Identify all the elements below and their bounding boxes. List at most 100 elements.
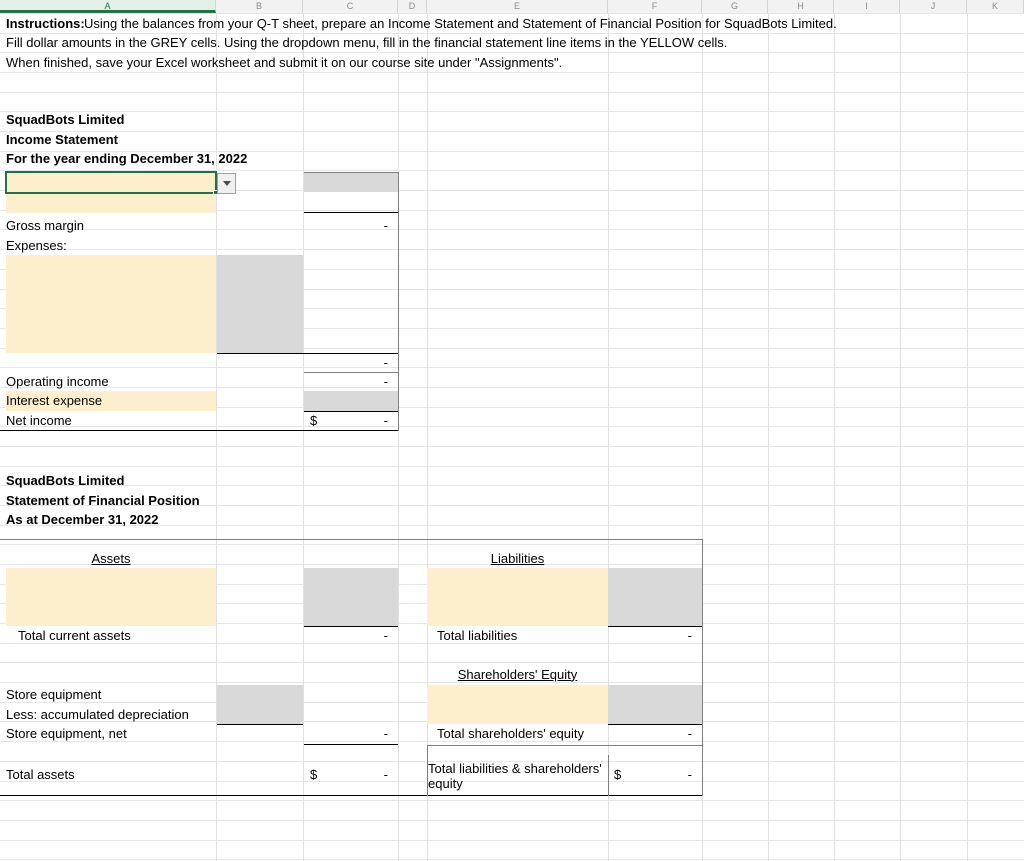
sfp-equity-heading: Shareholders' Equity: [457, 666, 578, 682]
sfp-accumulated-depreciation-label: Less: accumulated depreciation: [6, 706, 189, 722]
gridline-horizontal: [0, 328, 1024, 329]
column-header-c[interactable]: C: [303, 0, 398, 13]
is-interest-expense-row-fill: [6, 391, 216, 411]
sfp-total-liabilities-label: Total liabilities: [437, 627, 518, 643]
gridline-horizontal: [0, 170, 1024, 171]
sfp-liabilities-line-inputs[interactable]: [427, 568, 608, 626]
sfp-store-equipment-net-label: Store equipment, net: [6, 725, 127, 741]
gridline-horizontal: [0, 466, 1024, 467]
instructions-line-3: When finished, save your Excel worksheet…: [6, 54, 563, 70]
sfp-grand-total-label: Total liabilities & shareholders' equity: [428, 760, 602, 791]
is-expense-amount-inputs[interactable]: [217, 255, 303, 353]
is-gross-margin-label: Gross margin: [6, 217, 85, 233]
gridline-horizontal: [0, 229, 1024, 230]
column-header-a[interactable]: A: [0, 0, 216, 13]
is-revenue-line-input-1[interactable]: [6, 172, 216, 192]
data-validation-dropdown-button[interactable]: [217, 173, 236, 194]
gridline-horizontal: [0, 800, 1024, 801]
active-cell-selection[interactable]: [5, 171, 217, 194]
sfp-store-equipment-net-amount: -: [383, 725, 388, 741]
gridline-horizontal: [0, 544, 1024, 545]
column-header-b[interactable]: B: [216, 0, 303, 13]
column-header-e[interactable]: E: [427, 0, 608, 13]
gridline-vertical: [303, 13, 304, 861]
sfp-statement-title: Statement of Financial Position: [6, 492, 200, 508]
is-company-name: SquadBots Limited: [6, 111, 125, 127]
sfp-period: As at December 31, 2022: [6, 511, 159, 527]
instructions-line-1: Using the balances from your Q-T sheet, …: [84, 15, 837, 31]
gridline-vertical: [216, 13, 217, 861]
sfp-equity-amount-inputs[interactable]: [608, 685, 702, 724]
column-header-f[interactable]: F: [608, 0, 702, 13]
instructions-line-2: Fill dollar amounts in the GREY cells. U…: [6, 34, 728, 50]
gridline-horizontal: [0, 761, 1024, 762]
gridline-vertical: [900, 13, 901, 861]
is-interest-expense-amount-input[interactable]: [304, 391, 398, 411]
gridline-horizontal: [0, 13, 1024, 14]
gridline-horizontal: [0, 781, 1024, 782]
sfp-store-equipment-label: Store equipment: [6, 686, 102, 702]
is-expense-line-inputs[interactable]: [6, 255, 216, 353]
gridline-horizontal: [0, 407, 1024, 408]
sfp-total-current-assets-amount: -: [383, 627, 388, 643]
is-period: For the year ending December 31, 2022: [6, 150, 248, 166]
sfp-liabilities-amount-inputs[interactable]: [608, 568, 702, 626]
gridline-horizontal: [0, 348, 1024, 349]
sfp-store-equipment-amount-inputs[interactable]: [217, 685, 303, 724]
gridline-horizontal: [0, 72, 1024, 73]
sfp-company-name: SquadBots Limited: [6, 472, 125, 488]
gridline-horizontal: [0, 859, 1024, 860]
instructions-label: Instructions:: [6, 15, 85, 31]
column-header-k[interactable]: K: [967, 0, 1024, 13]
sfp-current-assets-line-inputs[interactable]: [6, 568, 216, 626]
chevron-down-icon: [222, 181, 231, 186]
sfp-total-assets-currency: $: [310, 767, 318, 783]
gridline-horizontal: [0, 111, 1024, 112]
gridline-horizontal: [0, 308, 1024, 309]
is-interest-expense-label[interactable]: Interest expense: [6, 392, 103, 408]
sfp-total-current-assets-label: Total current assets: [18, 627, 131, 643]
gridline-horizontal: [0, 643, 1024, 644]
gridline-horizontal: [0, 505, 1024, 506]
sfp-current-assets-amount-inputs[interactable]: [304, 568, 398, 626]
gridline-vertical: [398, 13, 399, 861]
gridline-horizontal: [0, 564, 1024, 565]
sfp-assets-heading: Assets: [91, 550, 131, 566]
gridline-horizontal: [0, 662, 1024, 663]
gridline-horizontal: [0, 92, 1024, 93]
sfp-total-equity-label: Total shareholders' equity: [437, 725, 585, 741]
gridline-horizontal: [0, 485, 1024, 486]
column-header-d[interactable]: D: [398, 0, 427, 13]
is-net-income-label: Net income: [6, 412, 72, 428]
gridline-horizontal: [0, 210, 1024, 211]
gridline-vertical: [702, 13, 703, 861]
column-header-j[interactable]: J: [900, 0, 967, 13]
gridline-vertical: [768, 13, 769, 861]
is-statement-title: Income Statement: [6, 131, 118, 147]
is-total-expenses-amount: -: [383, 354, 388, 370]
column-header-i[interactable]: I: [834, 0, 900, 13]
gridline-horizontal: [0, 820, 1024, 821]
is-revenue-line-input-2[interactable]: [6, 192, 216, 213]
is-net-income-currency: $: [310, 412, 318, 428]
sfp-liabilities-heading: Liabilities: [490, 550, 545, 566]
gridline-vertical: [967, 13, 968, 861]
gridline-horizontal: [0, 249, 1024, 250]
column-header-g[interactable]: G: [702, 0, 768, 13]
column-header-h[interactable]: H: [768, 0, 834, 13]
gridline-horizontal: [0, 525, 1024, 526]
sfp-total-assets-label: Total assets: [6, 767, 75, 783]
is-revenue-amount-input-1[interactable]: [304, 172, 398, 192]
is-expenses-label: Expenses:: [6, 237, 67, 253]
gridline-horizontal: [0, 269, 1024, 270]
gridline-horizontal: [0, 446, 1024, 447]
gridline-horizontal: [0, 289, 1024, 290]
gridline-vertical: [427, 13, 428, 861]
is-operating-income-amount: -: [383, 373, 388, 389]
sfp-equity-line-inputs[interactable]: [427, 685, 608, 724]
is-gross-margin-amount: -: [383, 217, 388, 233]
gridline-horizontal: [0, 840, 1024, 841]
gridline-horizontal: [0, 367, 1024, 368]
gridline-vertical: [834, 13, 835, 861]
